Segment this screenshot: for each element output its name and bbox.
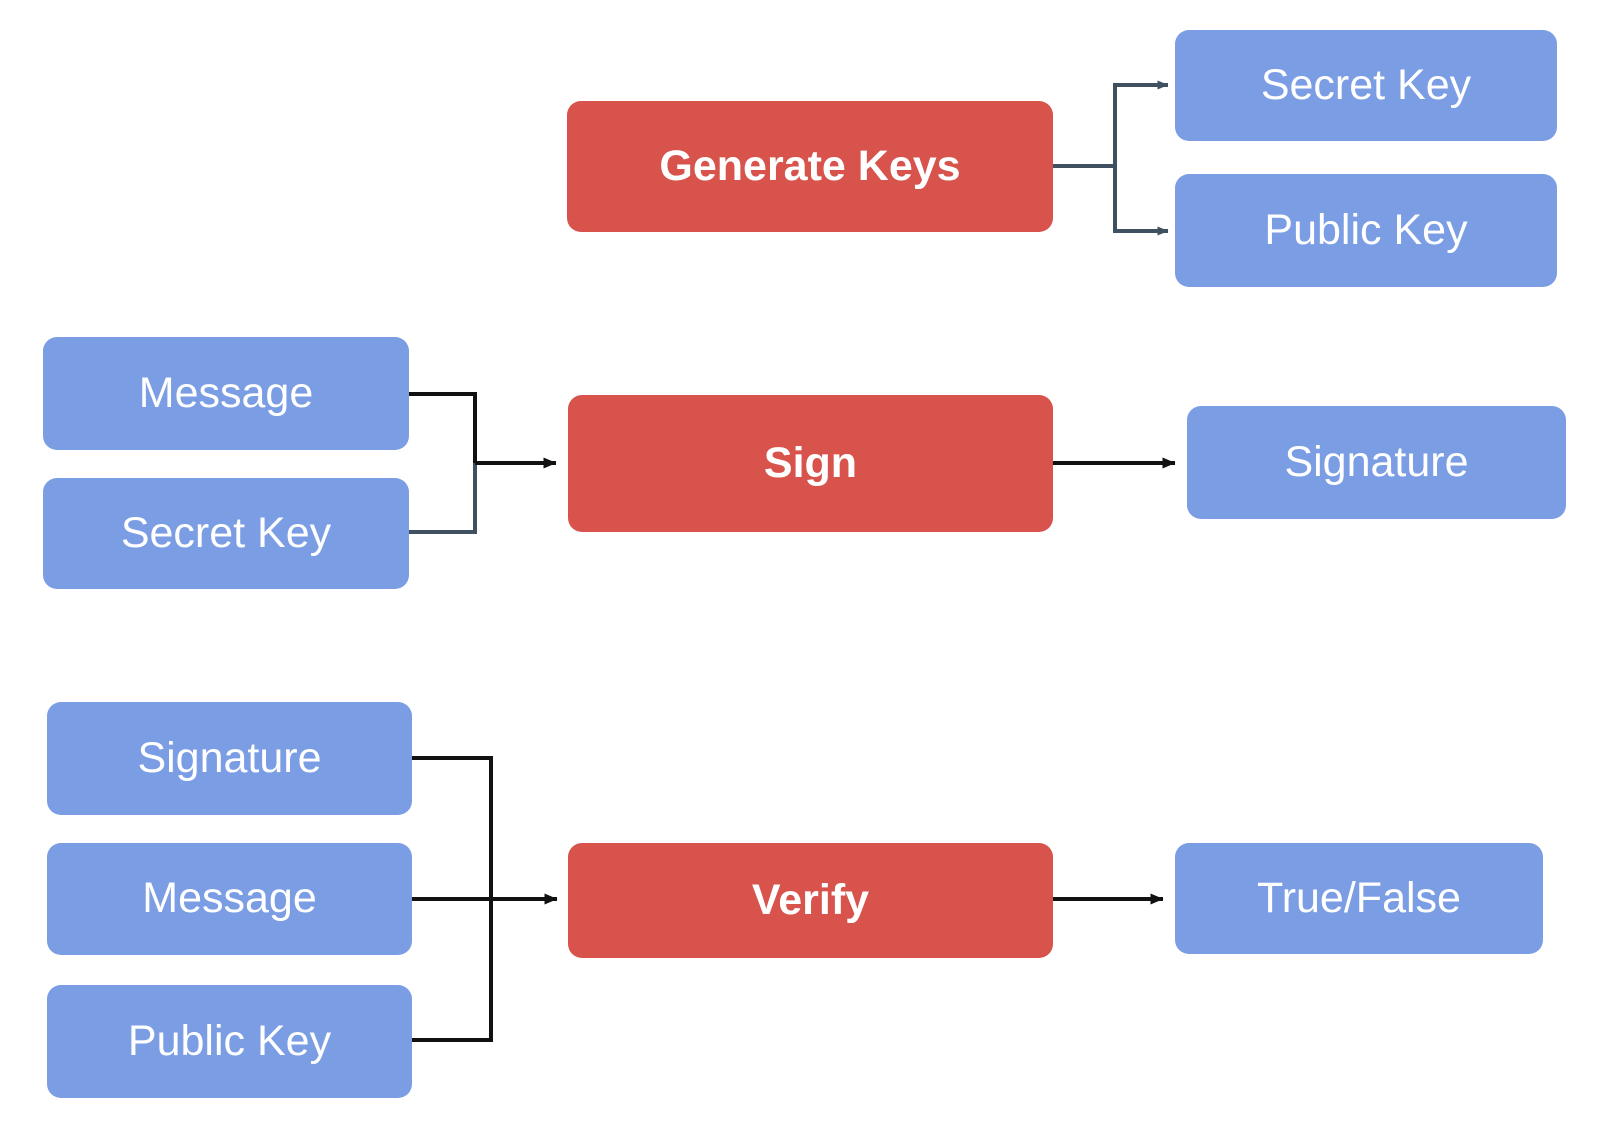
data-node-signature-output[interactable]: Signature: [1187, 406, 1566, 519]
data-node-true-false-output[interactable]: True/False: [1175, 843, 1543, 954]
data-node-secret-key-output-label: Secret Key: [1260, 60, 1472, 109]
process-node-generate-keys-label: Generate Keys: [659, 141, 961, 190]
data-node-verify-input-signature[interactable]: Signature: [47, 702, 412, 815]
data-node-sign-input-message-label: Message: [138, 368, 314, 417]
process-node-sign[interactable]: Sign: [568, 395, 1053, 532]
data-node-verify-input-message-label: Message: [142, 874, 317, 923]
connector-verify-inputs: [412, 756, 558, 1042]
data-node-secret-key-output[interactable]: Secret Key: [1175, 30, 1557, 141]
process-node-generate-keys[interactable]: Generate Keys: [567, 101, 1053, 232]
data-node-sign-input-secret-key-label: Secret Key: [120, 508, 332, 557]
data-node-verify-input-public-key-label: Public Key: [127, 1016, 332, 1065]
connector-generate-keys-split: [1052, 80, 1169, 236]
data-node-verify-input-signature-label: Signature: [137, 733, 322, 782]
process-node-verify-label: Verify: [751, 875, 870, 924]
data-node-public-key-output[interactable]: Public Key: [1175, 174, 1557, 287]
process-node-verify[interactable]: Verify: [568, 843, 1053, 958]
data-node-sign-input-secret-key[interactable]: Secret Key: [43, 478, 409, 589]
process-node-sign-label: Sign: [763, 438, 858, 487]
data-node-true-false-output-label: True/False: [1257, 873, 1461, 922]
data-node-public-key-output-label: Public Key: [1264, 205, 1468, 254]
connector-sign-inputs: [409, 392, 557, 534]
data-node-verify-input-public-key[interactable]: Public Key: [47, 985, 412, 1098]
data-node-verify-input-message[interactable]: Message: [47, 843, 412, 955]
data-node-sign-input-message[interactable]: Message: [43, 337, 409, 450]
data-node-signature-output-label: Signature: [1284, 437, 1469, 486]
